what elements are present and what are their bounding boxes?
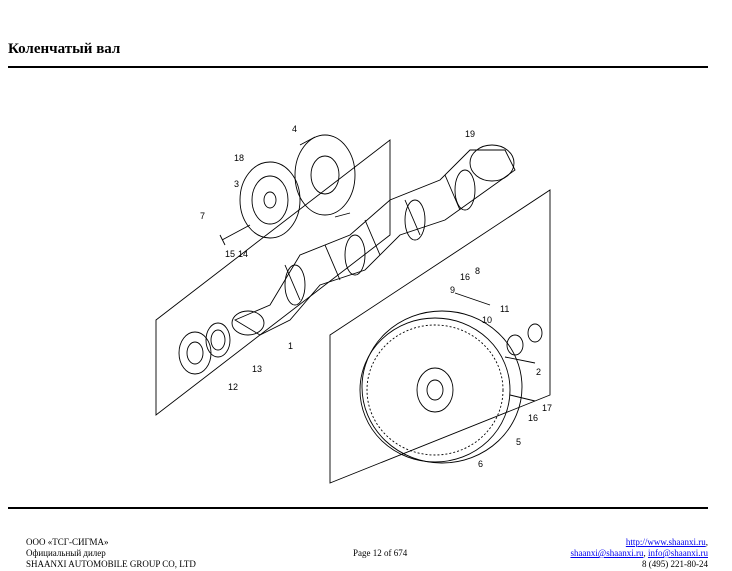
callout-15: 15 (225, 249, 235, 259)
dealer-text: Официальный дилер (26, 548, 106, 558)
footer-contacts: http://www.shaanxi.ru, shaanxi@shaanxi.r… (570, 537, 708, 570)
flywheel-part-6 (359, 310, 523, 464)
pulley-part-3 (239, 161, 301, 239)
callout-14: 14 (238, 249, 248, 259)
email-link-shaanxi[interactable]: shaanxi@shaanxi.ru (570, 548, 644, 558)
gear-part-13 (205, 322, 231, 358)
group-name: SHAANXI AUTOMOBILE GROUP CO, LTD (26, 559, 196, 569)
email-separator: , (643, 548, 648, 558)
callout-3: 3 (234, 179, 239, 189)
page-number: Page 12 of 674 (353, 548, 408, 558)
site-link[interactable]: http://www.shaanxi.ru (625, 537, 706, 547)
crankshaft-part-1 (231, 144, 516, 336)
callout-5: 5 (516, 437, 521, 447)
header-divider (8, 66, 708, 68)
page-title: Коленчатый вал (8, 41, 121, 57)
email-link-info[interactable]: info@shaanxi.ru (647, 548, 708, 558)
callout-9: 9 (450, 285, 455, 295)
callout-18: 18 (234, 153, 244, 163)
callout-6: 6 (478, 459, 483, 469)
bolt-part-17 (509, 394, 536, 402)
callout-10: 10 (482, 315, 492, 325)
footer-divider (8, 507, 708, 509)
bearing-part-12 (178, 331, 212, 375)
ring-part-11 (527, 323, 543, 343)
panel-outline-upper (155, 139, 391, 416)
callout-17: 17 (542, 403, 552, 413)
callout-8: 8 (475, 266, 480, 276)
bolt-part-2 (504, 356, 536, 364)
callout-16: 16 (460, 272, 470, 282)
callout-19: 19 (465, 129, 475, 139)
damper-part-4 (294, 134, 356, 216)
callout-12: 12 (228, 382, 238, 392)
seal-part-10 (506, 334, 524, 356)
phone-number: 8 (495) 221-80-24 (642, 559, 708, 569)
bolt-part-9 (454, 292, 491, 306)
callout-13: 13 (252, 364, 262, 374)
site-suffix: , (705, 537, 708, 547)
callout-16b: 16 (528, 413, 538, 423)
callout-1: 1 (288, 341, 293, 351)
company-name: ООО «ТСГ-СИГМА» (26, 537, 109, 547)
panel-outline-lower (329, 189, 551, 484)
callout-2: 2 (536, 367, 541, 377)
crankshaft-exploded-drawing: 4 19 18 3 7 15 14 8 16 9 11 10 1 13 2 12… (155, 124, 552, 484)
footer-company-info: ООО «ТСГ-СИГМА» Официальный дилер SHAANX… (26, 537, 196, 570)
callout-7: 7 (200, 211, 205, 221)
callout-11: 11 (500, 304, 509, 314)
bolt-part-7 (219, 224, 251, 246)
callout-4: 4 (292, 124, 297, 134)
